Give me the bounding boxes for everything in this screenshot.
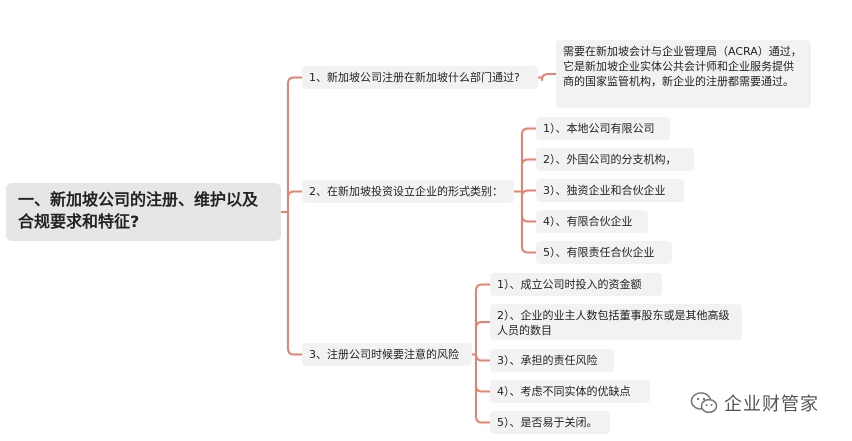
branch-node-2[interactable]: 2、在新加坡投资设立企业的形式类别： (302, 180, 514, 203)
branch-2-child-5[interactable]: 5）、有限责任合伙企业 (536, 241, 672, 264)
branch-2-connector (514, 127, 536, 254)
branch-3-child-3[interactable]: 3）、承担的责任风险 (490, 349, 614, 372)
branch-3-child-1[interactable]: 1）、成立公司时投入的资金额 (490, 273, 662, 296)
branch-3-child-5[interactable]: 5）、是否易于关闭。 (490, 411, 610, 434)
branch-3-connector (470, 283, 490, 424)
branch-2-child-4[interactable]: 4）、有限合伙企业 (536, 210, 648, 233)
branch-3-child-2[interactable]: 2）、企业的业主人数包括董事股东或是其他高级人员的数目 (490, 304, 742, 340)
watermark-text: 企业财管家 (724, 394, 819, 415)
branch-3-child-4[interactable]: 4）、考虑不同实体的优缺点 (490, 380, 650, 403)
root-node[interactable]: 一、新加坡公司的注册、维护以及合规要求和特征? (6, 183, 281, 241)
watermark: 企业财管家 (690, 388, 819, 418)
wechat-icon (690, 392, 718, 414)
branch-node-3[interactable]: 3、注册公司时候要注意的风险 (302, 343, 472, 366)
branch-2-child-2[interactable]: 2）、外国公司的分支机构， (536, 148, 694, 171)
branch-1-connector (536, 73, 556, 81)
branch-2-child-1[interactable]: 1）、本地公司有限公司 (536, 117, 670, 140)
branch-1-detail-node[interactable]: 需要在新加坡会计与企业管理局（ACRA）通过，它是新加坡企业实体公共会计师和企业… (556, 40, 811, 108)
branch-node-1[interactable]: 1、新加坡公司注册在新加坡什么部门通过? (302, 66, 538, 89)
branch-2-child-3[interactable]: 3）、独资企业和合伙企业 (536, 179, 684, 202)
root-connector (281, 76, 302, 356)
